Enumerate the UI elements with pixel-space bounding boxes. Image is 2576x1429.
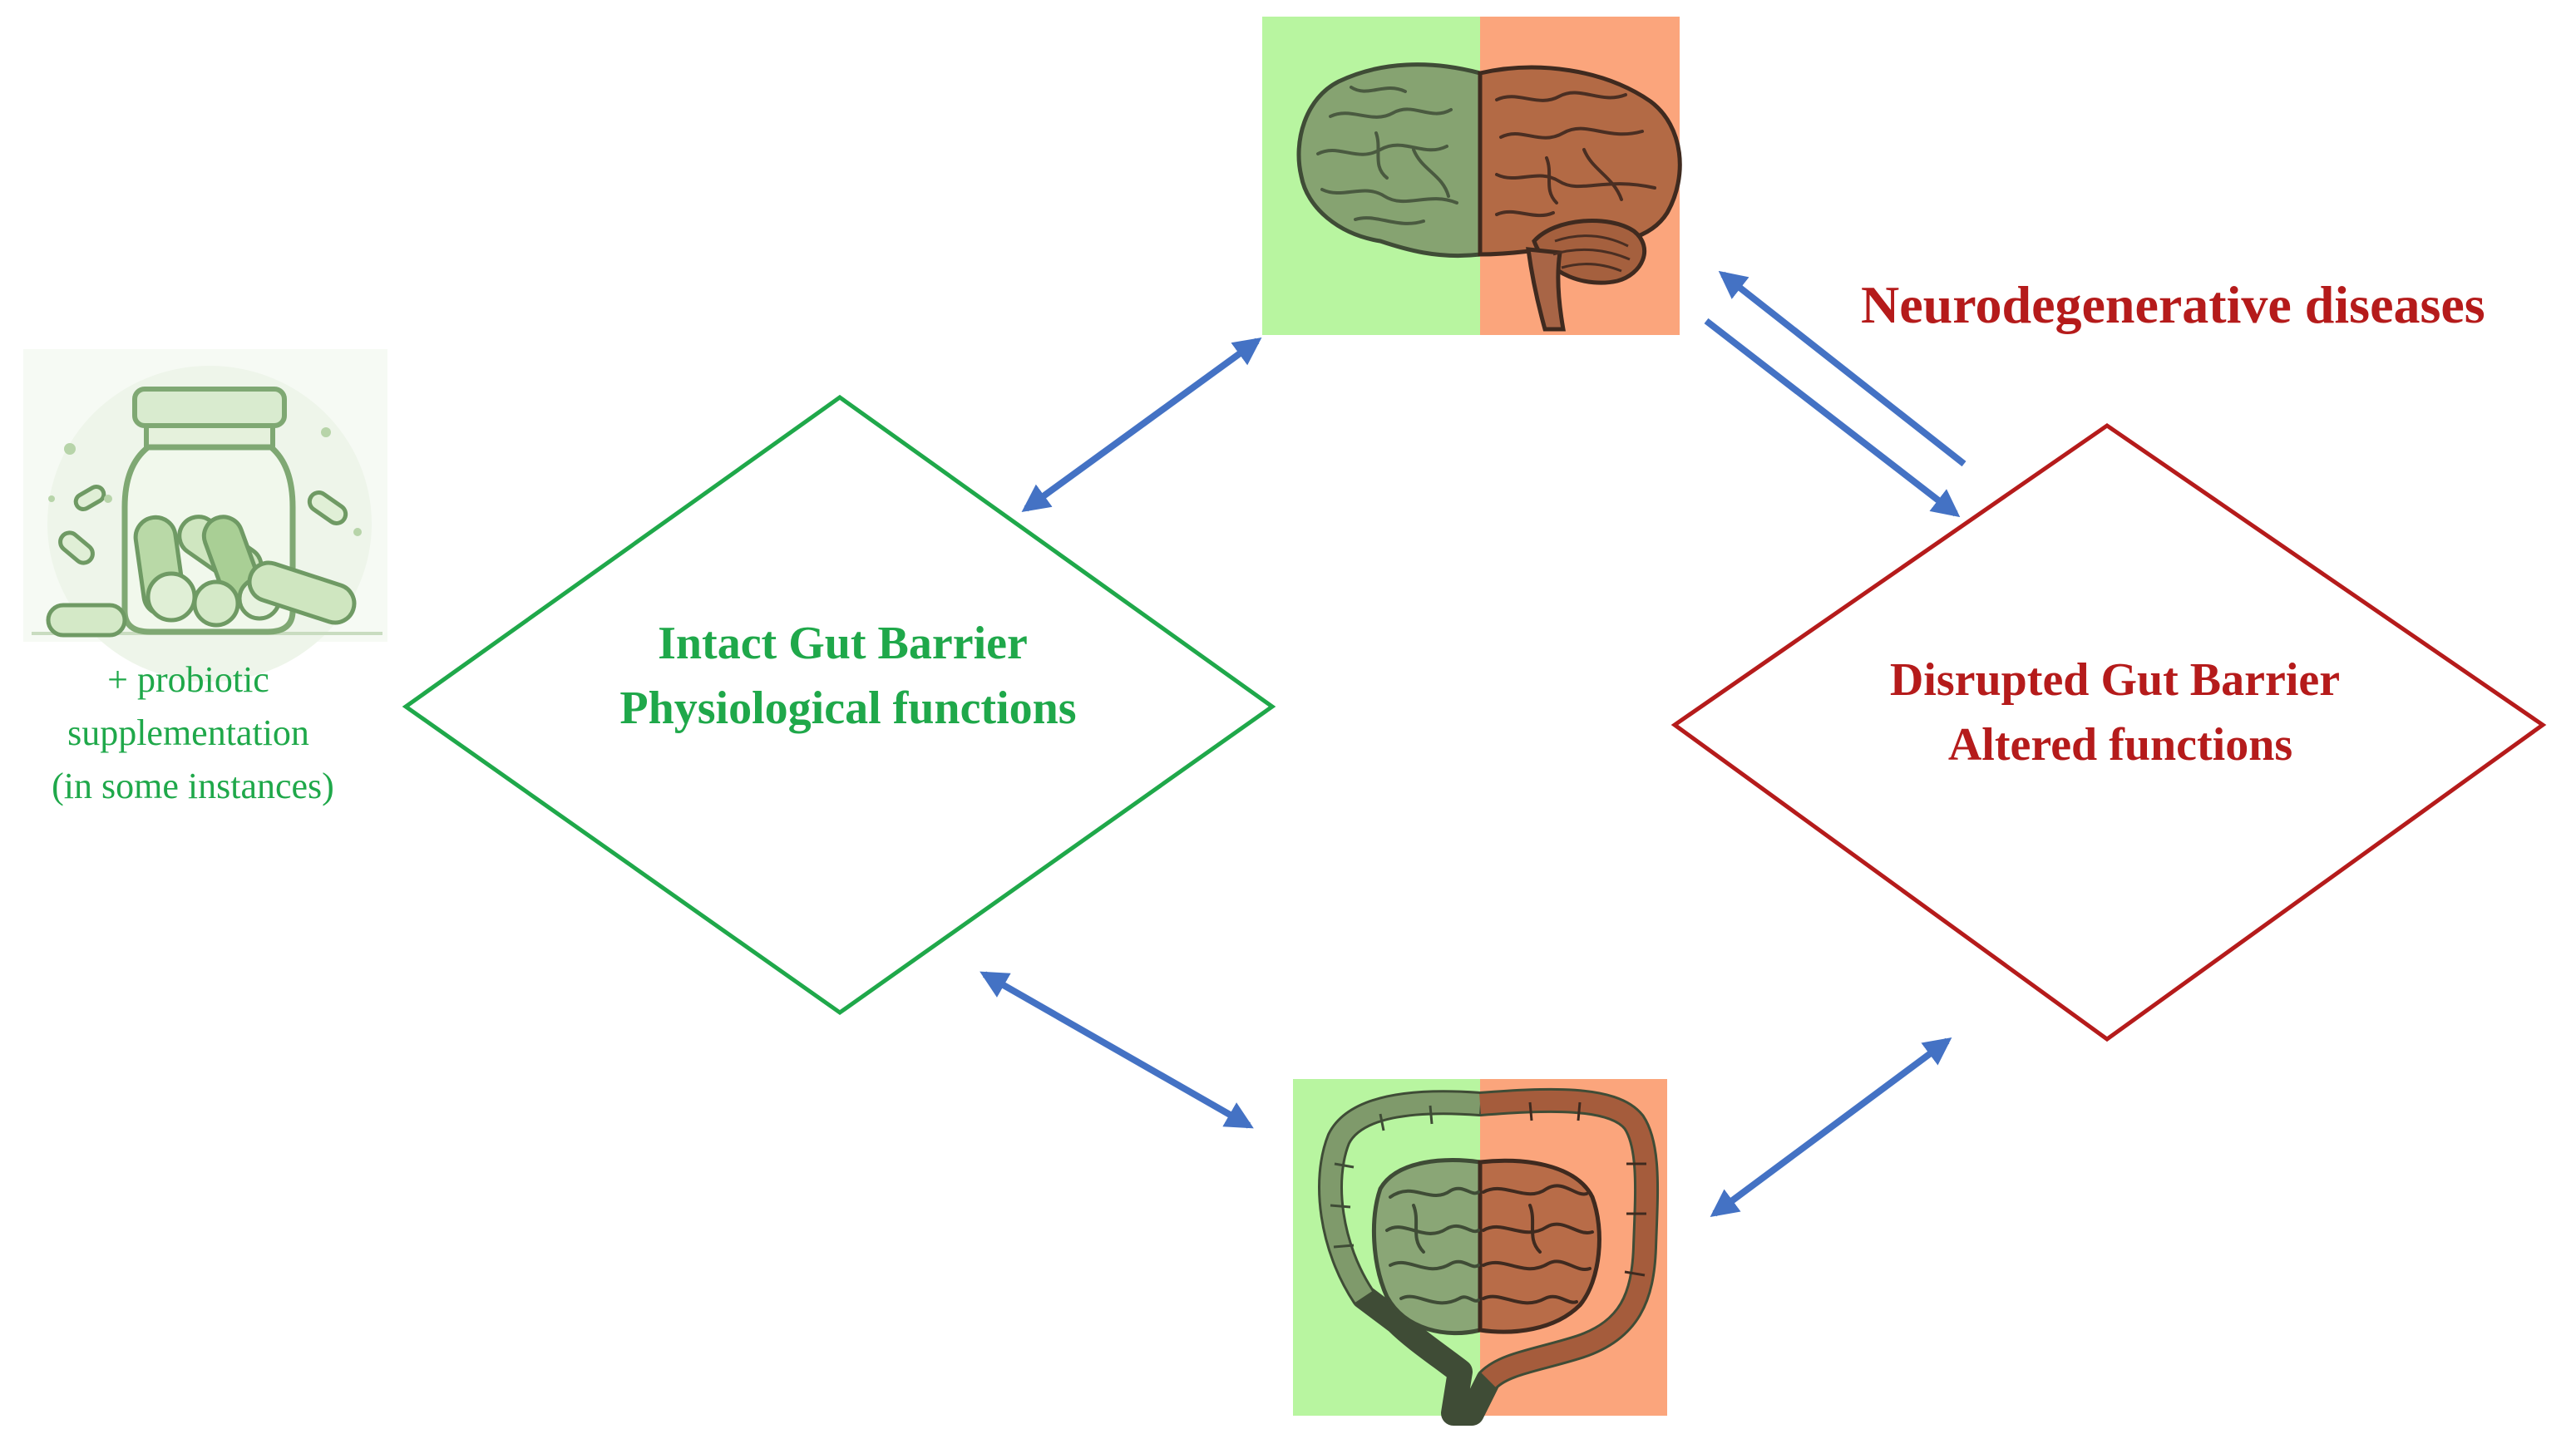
intact-barrier-diamond xyxy=(402,394,1276,1016)
intact-barrier-title: Intact Gut Barrier xyxy=(658,618,1027,669)
arrow-brain-intact xyxy=(1021,338,1262,512)
probiotic-caption-line-3: (in some instances) xyxy=(52,766,334,806)
intact-barrier-label: Intact Gut Barrier Physiological functio… xyxy=(619,618,1076,734)
arrows xyxy=(980,270,1967,1218)
arrow-disrupted-to-brain xyxy=(1718,270,1967,467)
gut-panel xyxy=(1293,1079,1667,1426)
probiotic-caption: + probiotic supplementation (in some ins… xyxy=(52,659,334,806)
intact-barrier-subtitle: Physiological functions xyxy=(619,682,1076,734)
arrow-intact-gut xyxy=(980,971,1254,1129)
disrupted-barrier-subtitle: Altered functions xyxy=(1948,719,2292,771)
arrow-gut-disrupted xyxy=(1710,1037,1952,1218)
arrow-brain-to-disrupted xyxy=(1704,318,1961,518)
brain-icon xyxy=(1296,62,1682,332)
disrupted-barrier-diamond xyxy=(1670,422,2547,1042)
brain-panel xyxy=(1262,17,1682,335)
neurodegenerative-diseases-label: Neurodegenerative diseases xyxy=(1861,275,2485,334)
probiotic-caption-line-1: + probiotic xyxy=(107,659,269,700)
disrupted-barrier-title: Disrupted Gut Barrier xyxy=(1890,654,2339,706)
probiotic-jar-icon xyxy=(23,349,387,682)
disrupted-barrier-label: Disrupted Gut Barrier Altered functions xyxy=(1890,654,2351,771)
probiotic-caption-line-2: supplementation xyxy=(67,712,309,753)
intestine-icon xyxy=(1318,1087,1660,1426)
